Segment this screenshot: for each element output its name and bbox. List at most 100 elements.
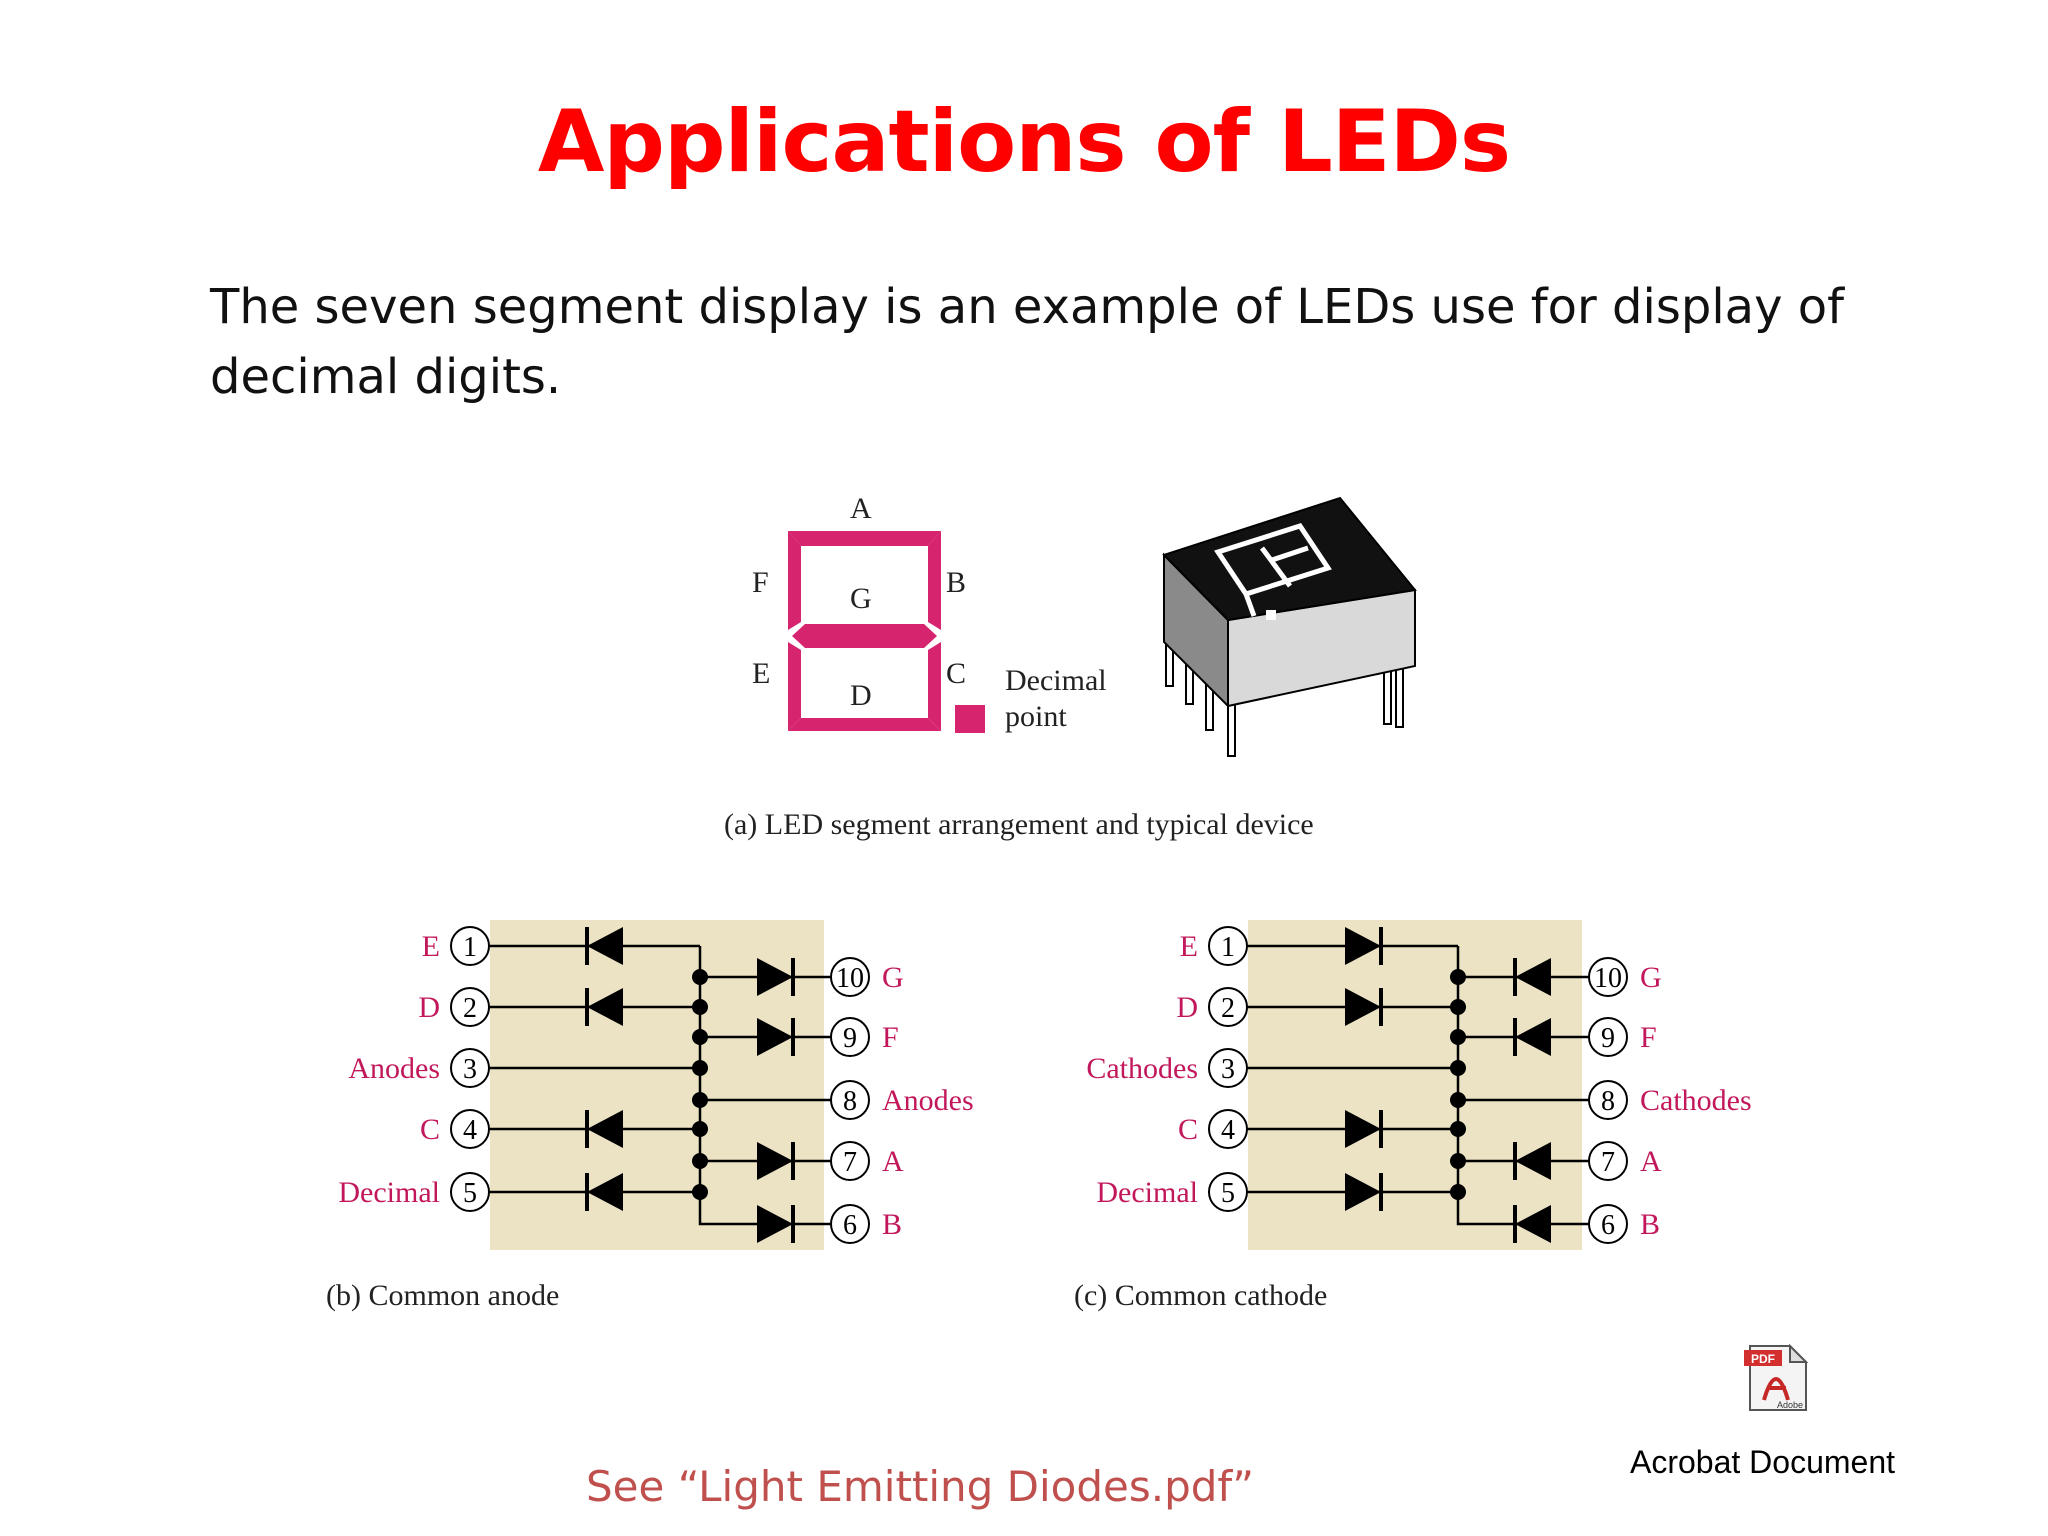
cathode-right-diode (1515, 1205, 1551, 1243)
anode-right-junction (692, 969, 708, 985)
anode-right-diode (757, 1142, 793, 1180)
anode-left-diode (587, 1110, 623, 1148)
anode-left-pin-number: 1 (463, 932, 477, 963)
anode-right-diode (757, 1205, 793, 1243)
cathode-left-junction (1450, 1060, 1466, 1076)
segment-a (788, 531, 941, 546)
body-line-2: decimal digits. (210, 349, 562, 405)
anode-left-diode (587, 927, 623, 965)
segment-c (928, 642, 941, 731)
cathode-left-diode (1345, 988, 1381, 1026)
cathode-left-diode (1345, 1110, 1381, 1148)
cathode-right-pin-label: F (1640, 1021, 1657, 1054)
anode-right-pin-number: 6 (843, 1210, 857, 1241)
cathode-left-pin-number: 2 (1221, 993, 1235, 1024)
footer-pdf-link[interactable]: See “Light Emitting Diodes.pdf” (586, 1462, 1254, 1511)
decimal-point-segment (955, 705, 985, 733)
seven-segment-device (1162, 496, 1417, 757)
cathode-right-pin-number: 8 (1601, 1086, 1615, 1117)
cathode-left-pin-label: C (1178, 1113, 1198, 1146)
anode-right-junction (692, 1029, 708, 1045)
anode-left-pin-number: 4 (463, 1115, 477, 1146)
anode-left-pin-number: 3 (463, 1054, 477, 1085)
cathode-right-junction (1450, 969, 1466, 985)
figure-b-caption: (b) Common anode (326, 1279, 559, 1312)
cathode-right-pin-label: G (1640, 961, 1662, 994)
anode-right-pin-number: 10 (836, 963, 864, 994)
anode-left-pin-label: D (418, 991, 440, 1024)
cathode-left-pin-label: Cathodes (1086, 1052, 1198, 1085)
cathode-right-junction (1450, 1029, 1466, 1045)
cathode-left-diode (1345, 1173, 1381, 1211)
cathode-right-pin-label: B (1640, 1208, 1660, 1241)
cathode-right-junction (1450, 1153, 1466, 1169)
cathode-left-pin-number: 5 (1221, 1178, 1235, 1209)
pdf-file-icon[interactable]: PDF Adobe (1742, 1342, 1812, 1414)
figure-a-caption: (a) LED segment arrangement and typical … (724, 808, 1314, 841)
segment-b (928, 531, 941, 630)
adobe-brand: Adobe (1777, 1400, 1803, 1410)
anode-right-pin-label: B (882, 1208, 902, 1241)
anode-left-pin-label: C (420, 1113, 440, 1146)
cathode-right-diode (1515, 1142, 1551, 1180)
anode-right-pin-label: Anodes (882, 1084, 974, 1117)
anode-right-pin-label: F (882, 1021, 899, 1054)
anode-left-diode (587, 988, 623, 1026)
segment-label-e: E (752, 657, 770, 690)
anode-left-pin-number: 5 (463, 1178, 477, 1209)
anode-left-junction (692, 1121, 708, 1137)
anode-right-pin-label: A (882, 1145, 904, 1178)
anode-left-diode (587, 1173, 623, 1211)
cathode-left-pin-label: D (1176, 991, 1198, 1024)
anode-left-junction (692, 1060, 708, 1076)
anode-left-junction (692, 999, 708, 1015)
anode-right-pin-label: G (882, 961, 904, 994)
slide-body-text: The seven segment display is an example … (210, 272, 1850, 412)
anode-right-junction (692, 1092, 708, 1108)
anode-right-pin-number: 9 (843, 1023, 857, 1054)
cathode-right-pin-number: 7 (1601, 1147, 1615, 1178)
decimal-point-label-2: point (1005, 700, 1067, 733)
segment-label-g: G (850, 582, 872, 615)
cathode-right-pin-label: Cathodes (1640, 1084, 1752, 1117)
anode-left-pin-label: Anodes (348, 1052, 440, 1085)
cathode-left-junction (1450, 1121, 1466, 1137)
segment-label-c: C (946, 657, 966, 690)
anode-left-pin-label: Decimal (338, 1176, 440, 1209)
anode-right-diode (757, 958, 793, 996)
decimal-point-label-1: Decimal (1005, 664, 1107, 697)
segment-label-f: F (752, 566, 769, 599)
cathode-left-pin-number: 4 (1221, 1115, 1235, 1146)
anode-left-junction (692, 1184, 708, 1200)
anode-left-pin-number: 2 (463, 993, 477, 1024)
cathode-right-pin-number: 10 (1594, 963, 1622, 994)
pdf-badge: PDF (1751, 1352, 1775, 1366)
cathode-left-pin-number: 3 (1221, 1054, 1235, 1085)
body-line-1: The seven segment display is an example … (210, 279, 1844, 335)
segment-label-a: A (850, 492, 872, 525)
cathode-left-junction (1450, 999, 1466, 1015)
segment-g (792, 624, 937, 648)
cathode-right-pin-number: 9 (1601, 1023, 1615, 1054)
anode-right-pin-number: 8 (843, 1086, 857, 1117)
cathode-left-junction (1450, 1184, 1466, 1200)
attachment-label[interactable]: Acrobat Document (1630, 1444, 1896, 1480)
segment-e (788, 642, 801, 731)
cathode-right-pin-number: 6 (1601, 1210, 1615, 1241)
cathode-right-pin-label: A (1640, 1145, 1662, 1178)
segment-diagram (788, 531, 985, 733)
cathode-right-diode (1515, 1018, 1551, 1056)
segment-label-b: B (946, 566, 966, 599)
cathode-right-diode (1515, 958, 1551, 996)
cathode-left-pin-number: 1 (1221, 932, 1235, 963)
anode-left-pin-label: E (422, 930, 440, 963)
pdf-document-icon: PDF Adobe (1744, 1343, 1809, 1411)
cathode-left-pin-label: Decimal (1096, 1176, 1198, 1209)
anode-right-pin-number: 7 (843, 1147, 857, 1178)
segment-f (788, 531, 801, 630)
segment-d (788, 718, 941, 731)
cathode-left-pin-label: E (1180, 930, 1198, 963)
